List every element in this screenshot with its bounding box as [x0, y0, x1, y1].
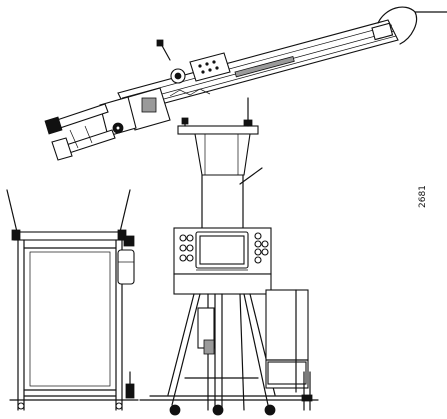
- figure-id-label: 2681: [418, 185, 428, 208]
- arm-control-box: [156, 39, 231, 84]
- column: [177, 97, 263, 231]
- telescopic-arm: [117, 6, 447, 114]
- base-frame: [139, 293, 319, 416]
- electrical-cabinet: [265, 289, 313, 411]
- control-panel: [173, 227, 272, 295]
- safety-enclosure: [6, 189, 139, 411]
- gripper-head: [44, 87, 171, 161]
